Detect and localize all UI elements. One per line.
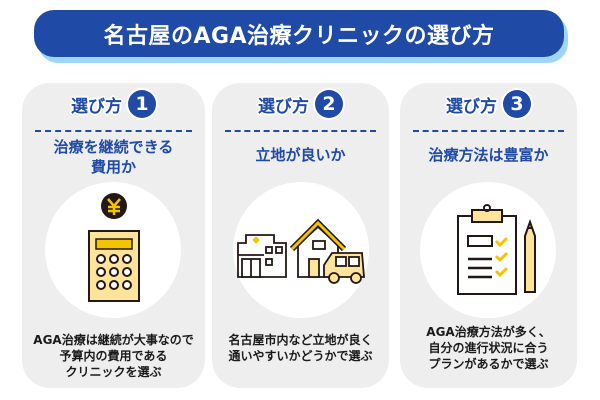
card-description: AGA治療は継続が大事なので 予算内の費用である クリニックを選ぶ	[26, 332, 201, 380]
card-subtitle: 治療を継続できる 費用か	[26, 137, 201, 177]
number-badge: 2	[315, 90, 343, 118]
card-description: 名古屋市内など立地が良く 通いやすいかどうかで選ぶ	[216, 332, 385, 364]
calculator-yen-icon	[88, 193, 140, 302]
card-label: 選び方	[258, 96, 309, 117]
card-description: AGA治療方法が多く、 自分の進行状況に合う プランがあるかで選ぶ	[404, 324, 573, 372]
desc-line: 名古屋市内など立地が良く	[228, 333, 373, 347]
desc-line: 予算内の費用である	[59, 349, 168, 363]
desc-line: 自分の進行状況に合う	[428, 341, 549, 355]
card-heading: 選び方 1	[22, 90, 205, 118]
hospital-house-car-icon	[237, 218, 365, 284]
subtitle-line: 立地が良いか	[255, 146, 346, 164]
card-subtitle: 立地が良いか	[216, 145, 385, 165]
dashed-divider	[35, 130, 192, 132]
subtitle-line: 費用か	[90, 158, 136, 176]
card-label: 選び方	[446, 96, 497, 117]
card-heading: 選び方 3	[400, 90, 577, 118]
title-banner: 名古屋のAGA治療クリニックの選び方	[34, 10, 564, 57]
desc-line: AGA治療は継続が大事なので	[33, 333, 194, 347]
card-label: 選び方	[71, 96, 122, 117]
card-method-1: 選び方 1 治療を継続できる 費用か AGA治療は継続が大事なので 予算内の費用…	[22, 83, 205, 388]
desc-line: 通いやすいかどうかで選ぶ	[228, 349, 373, 363]
clipboard-checklist-icon	[457, 204, 536, 295]
card-subtitle: 治療方法は豊富か	[404, 145, 573, 165]
desc-line: AGA治療方法が多く、	[426, 325, 551, 339]
desc-line: プランがあるかで選ぶ	[428, 357, 549, 371]
card-heading: 選び方 2	[212, 90, 389, 118]
dashed-divider	[413, 130, 564, 132]
card-method-2: 選び方 2 立地が良いか 名古屋市内など立	[212, 83, 389, 388]
card-method-3: 選び方 3 治療方法は豊富か AGA治療方法が多く、 自分の進行状況に合う プラ…	[400, 83, 577, 388]
number-badge: 1	[128, 90, 156, 118]
page-title: 名古屋のAGA治療クリニックの選び方	[103, 23, 495, 49]
desc-line: クリニックを選ぶ	[65, 365, 162, 379]
dashed-divider	[225, 130, 376, 132]
subtitle-line: 治療方法は豊富か	[428, 146, 549, 164]
number-badge: 3	[503, 90, 531, 118]
subtitle-line: 治療を継続できる	[53, 138, 174, 156]
